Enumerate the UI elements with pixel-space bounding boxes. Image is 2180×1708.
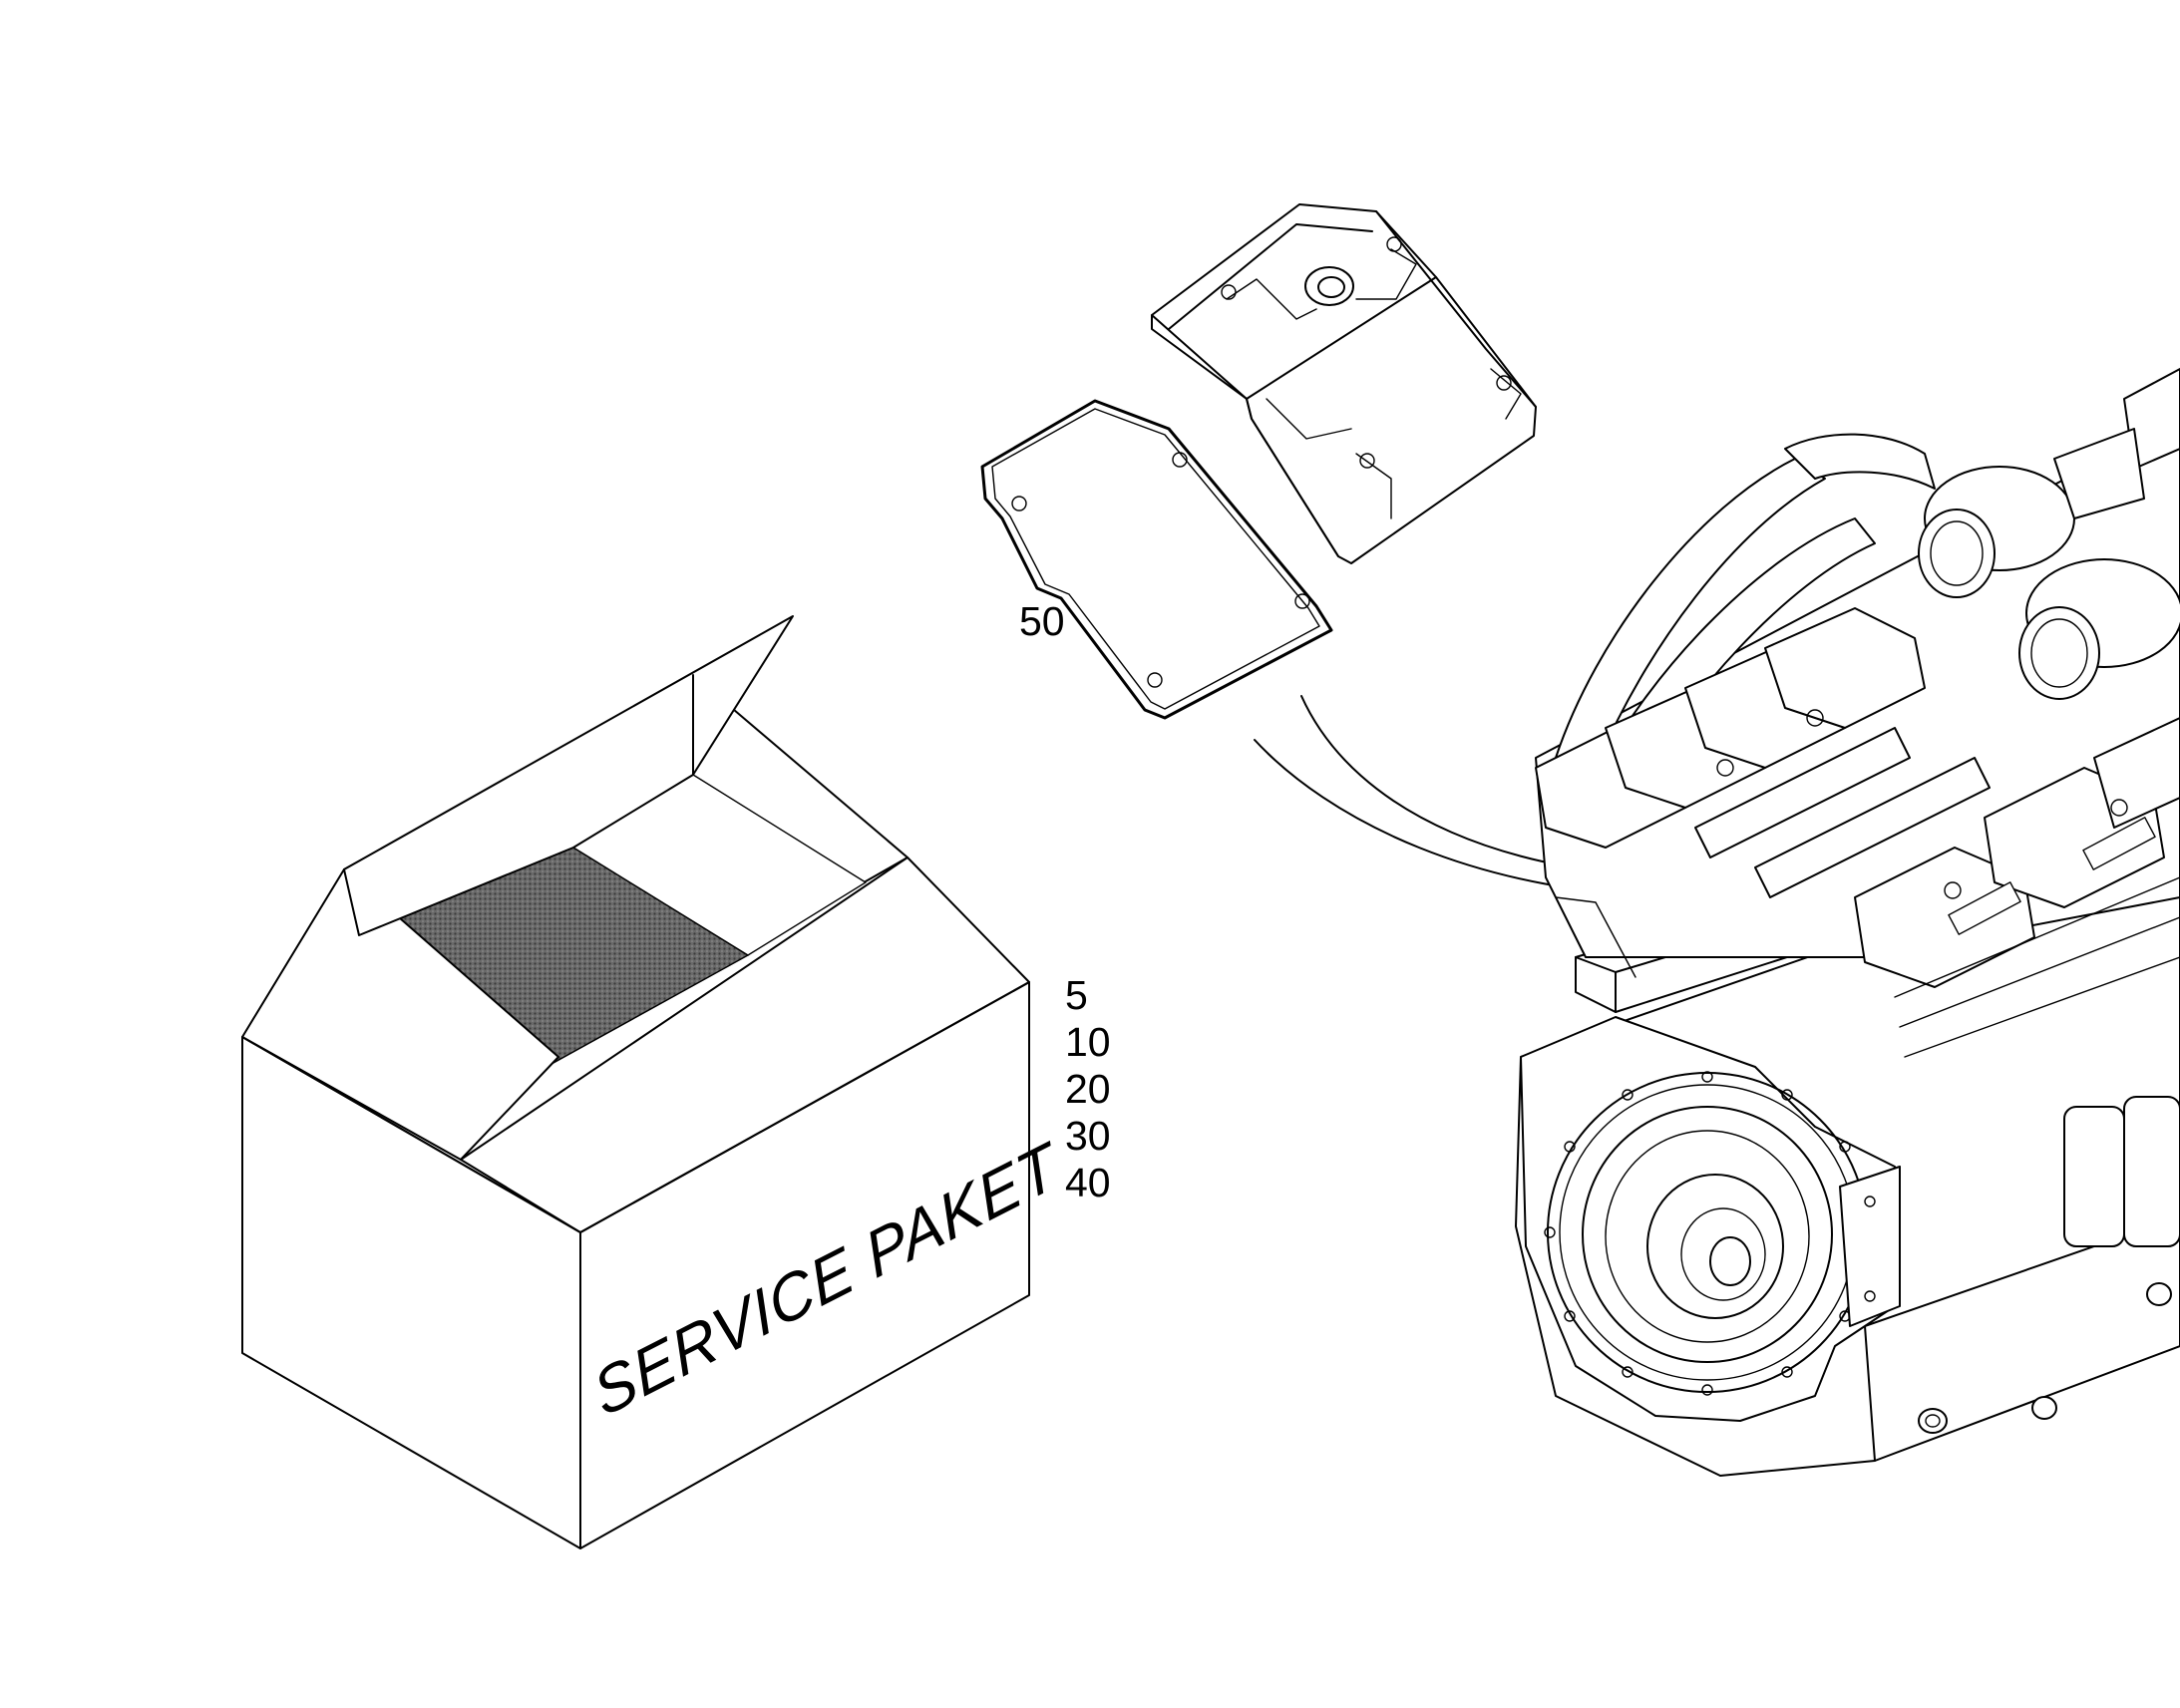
part-number: 30: [1065, 1113, 1111, 1159]
part-number: 40: [1065, 1160, 1111, 1205]
part-number: 10: [1065, 1019, 1111, 1065]
box-flap-back: [343, 615, 794, 936]
gasket-outline: [980, 399, 1333, 720]
gasket-part-number: 50: [1019, 598, 1065, 644]
cover-body: [1151, 203, 1537, 564]
gasket: [980, 399, 1333, 720]
part-number: 20: [1065, 1066, 1111, 1112]
valve-cover: [1151, 203, 1537, 564]
box-part-numbers: 5 10 20 30 40: [1065, 972, 1111, 1206]
part-number: 5: [1065, 972, 1088, 1018]
service-box: [241, 615, 1030, 1549]
box-flap-left: [241, 868, 559, 1161]
engine: [1515, 368, 2180, 1477]
